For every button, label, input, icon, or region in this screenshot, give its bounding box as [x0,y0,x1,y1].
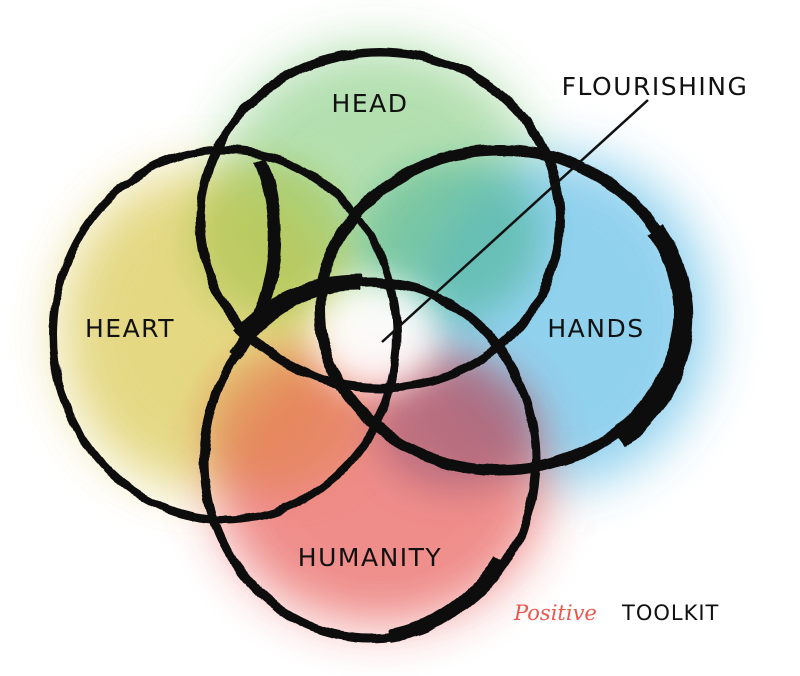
brand-word-text: TOOLKIT [621,601,719,625]
hands-humanity-overlap [375,360,535,490]
flourishing-pointer-line [381,99,649,343]
hands-label: HANDS [547,314,644,343]
humanity-label: HUMANITY [298,543,442,572]
brand-script-text: Positive [513,601,597,625]
head-hands-overlap [360,160,540,320]
head-ring [195,47,565,393]
humanity-ring [199,274,541,643]
flourishing-label: FLOURISHING [562,72,749,101]
heart-label: HEART [85,314,175,343]
watercolor-fills [60,45,710,625]
circle-outlines [49,47,694,643]
hands-ring [314,144,694,476]
heart-humanity-overlap [205,350,365,490]
brand-logo: Positive TOOLKIT [513,601,719,625]
center-glow [313,280,437,390]
head-label: HEAD [332,89,409,118]
